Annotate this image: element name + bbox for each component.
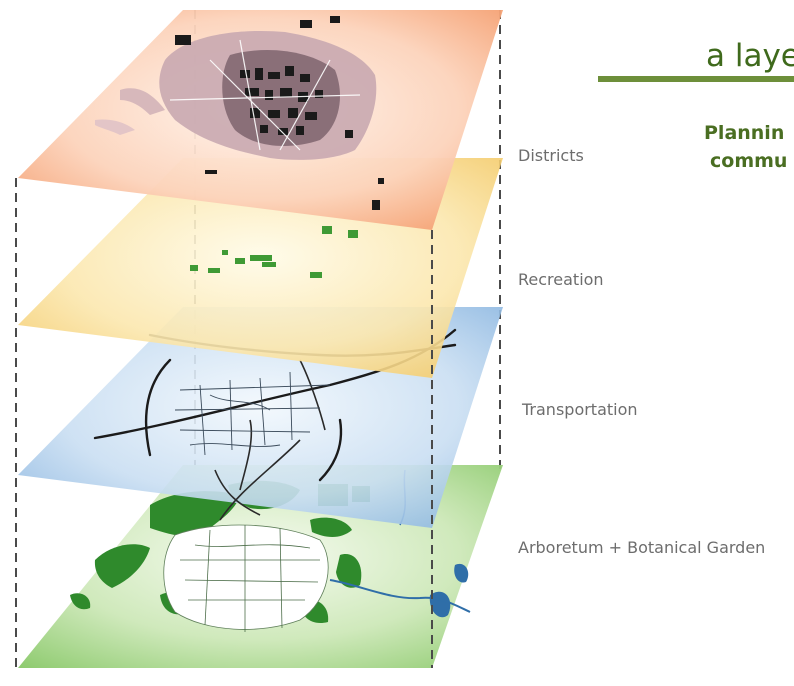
subtitle-line-1: Plannin bbox=[704, 122, 784, 144]
title-underline bbox=[598, 76, 794, 82]
layer-label-recreation: Recreation bbox=[518, 270, 604, 289]
page-title: a laye bbox=[706, 38, 794, 74]
layer-label-arboretum: Arboretum + Botanical Garden bbox=[518, 538, 765, 557]
districts-layer-plane bbox=[18, 10, 503, 230]
layer-label-transportation: Transportation bbox=[522, 400, 638, 419]
layer-label-districts: Districts bbox=[518, 146, 584, 165]
subtitle-line-2: commu bbox=[710, 150, 787, 172]
